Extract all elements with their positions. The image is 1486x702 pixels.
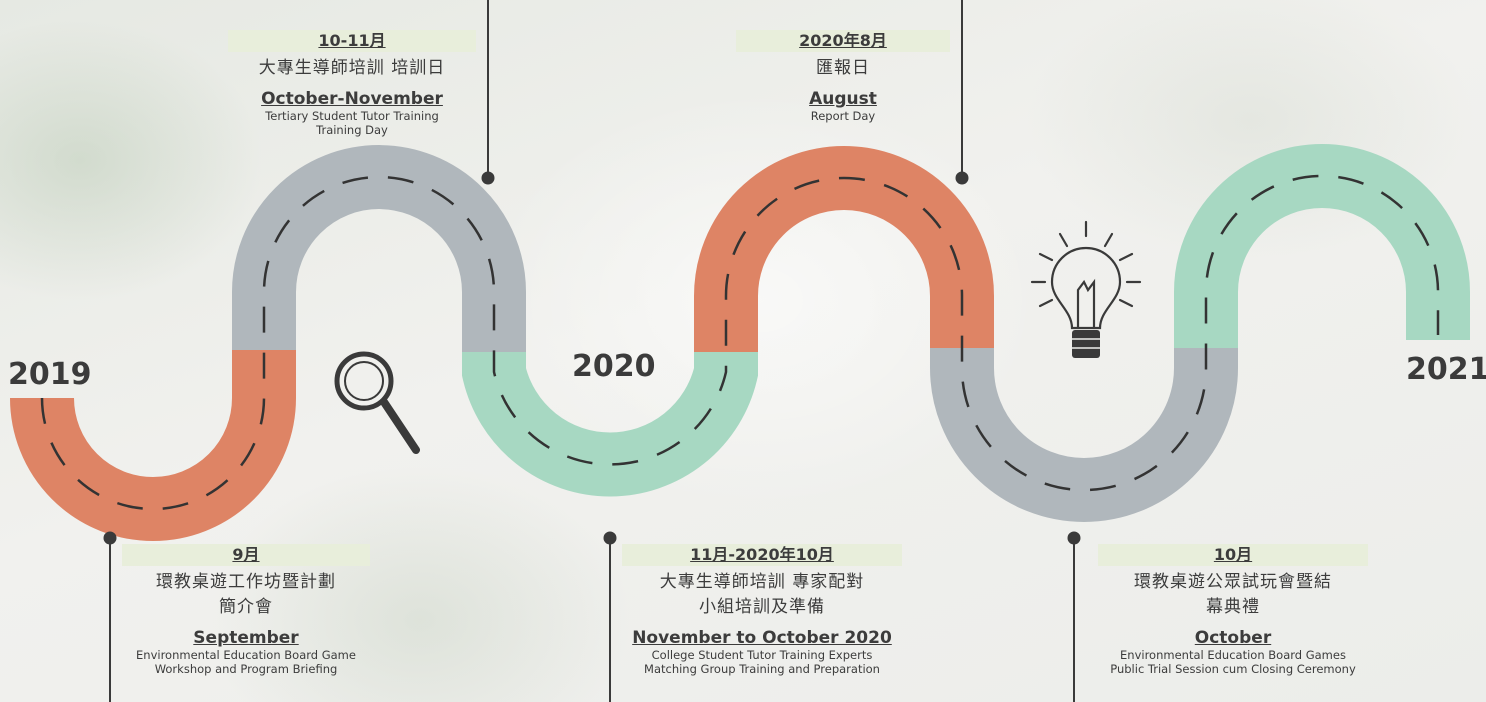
milestone-en-desc-line: Matching Group Training and Preparation [644, 662, 880, 676]
milestone-en-title: November to October 2020 [632, 628, 892, 648]
pointer-dot-oct-nov [481, 171, 495, 185]
milestone-en-title: August [809, 89, 877, 109]
milestone-card-nov-oct: 11月-2020年10月 大專生導師培訓 專家配對 小組培訓及準備 Novemb… [622, 544, 902, 676]
year-label-2020: 2020 [572, 349, 656, 384]
milestone-en-title: October [1194, 628, 1272, 648]
milestone-card-september: 9月 環教桌遊工作坊暨計劃 簡介會 September Environmenta… [122, 544, 370, 676]
pointer-dot-october [1067, 531, 1081, 545]
milestone-en-desc-line: Workshop and Program Briefing [154, 662, 338, 676]
milestone-tag: 9月 [122, 544, 370, 566]
milestone-en-desc-line: Environmental Education Board Game [136, 648, 356, 662]
year-label-2021: 2021 [1406, 352, 1486, 387]
milestone-zh-line: 環教桌遊工作坊暨計劃 [156, 572, 336, 592]
milestone-zh-line: 幕典禮 [1206, 597, 1260, 617]
milestone-tag: 2020年8月 [736, 30, 950, 52]
milestone-en-title: October-November [261, 89, 443, 109]
road-segment-valley2 [930, 344, 1238, 522]
lightbulb-icon [1030, 220, 1142, 358]
milestone-card-october: 10月 環教桌遊公眾試玩會暨結 幕典禮 October Environmenta… [1098, 544, 1368, 676]
road-segment-hill1 [232, 145, 526, 356]
year-label-2019: 2019 [8, 357, 92, 392]
milestone-en-desc-line: Tertiary Student Tutor Training [265, 109, 439, 123]
road-centre-dashes [40, 174, 1440, 511]
milestone-en-desc-line: Report Day [810, 109, 876, 123]
milestone-tag: 11月-2020年10月 [622, 544, 902, 566]
road-segment-hill2 [694, 146, 994, 352]
milestone-en-desc-line: Environmental Education Board Games [1120, 648, 1346, 662]
pointer-dot-august [955, 171, 969, 185]
milestone-card-oct-nov: 10-11月 大專生導師培訓 培訓日 October-November Tert… [228, 30, 476, 137]
milestone-zh-line: 環教桌遊公眾試玩會暨結 [1134, 572, 1332, 592]
pointer-dot-september [103, 531, 117, 545]
milestone-zh-line: 小組培訓及準備 [699, 597, 825, 617]
milestone-en-title: September [193, 628, 299, 648]
milestone-en-desc-line: Public Trial Session cum Closing Ceremon… [1110, 662, 1356, 676]
road-segment-hill3 [1174, 144, 1470, 348]
milestone-card-august: 2020年8月 匯報日 August Report Day [736, 30, 950, 123]
milestone-en-desc-line: College Student Tutor Training Experts [651, 648, 873, 662]
milestone-zh-line: 大專生導師培訓 培訓日 [258, 58, 446, 78]
magnifier-icon [334, 351, 420, 454]
milestone-tag: 10-11月 [228, 30, 476, 52]
pointer-dot-nov-oct [603, 531, 617, 545]
milestone-zh-line: 簡介會 [219, 597, 273, 617]
milestone-zh-line: 大專生導師培訓 專家配對 [659, 572, 865, 592]
milestone-tag: 10月 [1098, 544, 1368, 566]
milestone-zh-line: 匯報日 [816, 58, 870, 78]
milestone-en-desc-line: Training Day [316, 123, 388, 137]
